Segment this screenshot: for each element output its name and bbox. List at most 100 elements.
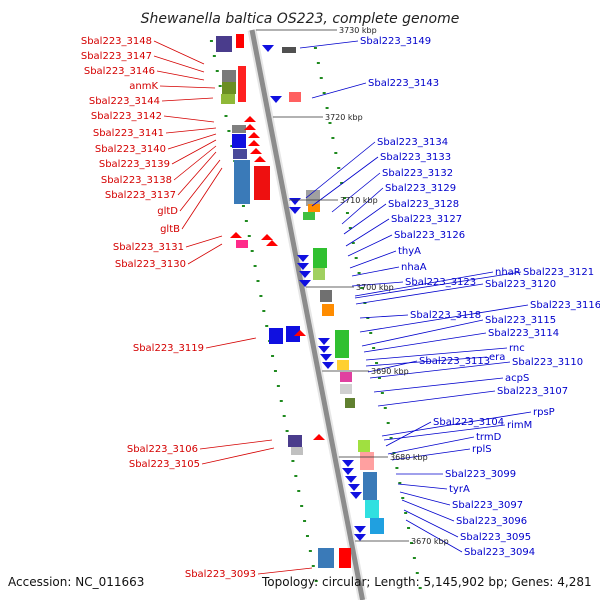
gene-feature [221,94,235,104]
gene-label-right[interactable]: Sbal223_3095 [460,532,531,543]
gene-label-left[interactable]: Sbal223_3139 [99,159,170,170]
outer-track-tick [313,47,317,49]
gene-label-left[interactable]: Sbal223_3105 [129,459,200,470]
right-leader-line [343,203,387,235]
gene-label-right[interactable]: Sbal223_3133 [380,152,451,163]
gene-label-left[interactable]: gltD [157,206,178,217]
accession-text: Accession: NC_011663 [8,575,145,589]
right-leader-line [405,519,463,553]
gene-label-right[interactable]: Sbal223_3128 [388,199,459,210]
gene-label-left[interactable]: anmK [129,81,158,92]
gene-label-right[interactable]: era [489,352,505,363]
gene-label-right[interactable]: rplS [472,444,492,455]
outer-track-tick [316,62,320,64]
gene-label-left[interactable]: Sbal223_3140 [95,144,166,155]
right-leader-line [373,377,504,393]
gene-label-right[interactable]: thyA [398,246,421,257]
right-leader-line [403,509,459,538]
inner-track-tick [259,295,263,297]
forward-gene-arrow [248,140,260,146]
gene-label-right[interactable]: Sbal223_3143 [368,78,439,89]
right-leader-line [361,319,484,347]
gene-label-right[interactable]: Sbal223_3114 [488,328,559,339]
right-leader-line [377,390,496,407]
outer-track-tick [380,392,384,394]
gene-label-left[interactable]: Sbal223_3106 [127,444,198,455]
gene-label-right[interactable]: Sbal223_3118 [410,310,481,321]
gene-label-right[interactable]: Sbal223_3149 [360,36,431,47]
left-leader-line [163,115,215,123]
gene-label-right[interactable]: Sbal223_3113 [419,356,490,367]
gene-label-right[interactable]: Sbal223_3121 [523,267,594,278]
gene-label-left[interactable]: Sbal223_3144 [89,96,160,107]
left-leader-line [179,159,221,212]
outer-track-tick [395,467,399,469]
gene-label-right[interactable]: Sbal223_3126 [394,230,465,241]
gene-label-right[interactable]: Sbal223_3123 [405,277,476,288]
gene-label-right[interactable]: Sbal223_3099 [445,469,516,480]
right-leader-line [359,314,409,319]
right-leader-line [383,424,506,441]
outer-track-tick [325,107,329,109]
gene-feature [322,304,334,316]
gene-label-right[interactable]: Sbal223_3094 [464,547,535,558]
gene-label-right[interactable]: Sbal223_3134 [377,137,448,148]
left-leader-line [167,133,217,150]
gene-label-right[interactable]: Sbal223_3127 [391,214,462,225]
gene-features [216,34,384,568]
gene-feature [340,384,352,394]
gene-label-right[interactable]: Sbal223_3129 [385,183,456,194]
gene-label-left[interactable]: Sbal223_3141 [93,128,164,139]
gene-label-right[interactable]: Sbal223_3107 [497,386,568,397]
outer-track-tick [401,497,405,499]
gene-label-right[interactable]: Sbal223_3104 [433,417,504,428]
gene-label-left[interactable]: Sbal223_3148 [81,36,152,47]
gene-label-left[interactable]: Sbal223_3138 [101,175,172,186]
gene-label-left[interactable]: Sbal223_3130 [115,259,186,270]
gene-label-right[interactable]: trmD [476,432,502,443]
gene-label-right[interactable]: Sbal223_3120 [485,279,556,290]
gene-label-left[interactable]: Sbal223_3119 [133,343,204,354]
gene-label-left[interactable]: Sbal223_3146 [84,66,155,77]
left-leader-line [199,439,273,450]
left-leader-line [205,337,257,349]
outer-track-tick [404,512,408,514]
gene-label-right[interactable]: rnc [509,343,525,354]
gene-label-right[interactable]: Sbal223_3132 [382,168,453,179]
gene-label-left[interactable]: Sbal223_3142 [91,111,162,122]
gene-label-right[interactable]: Sbal223_3115 [485,315,556,326]
gene-feature [254,166,270,200]
gene-label-right[interactable]: rpsP [533,407,555,418]
reverse-gene-arrow [299,271,311,278]
gene-label-right[interactable]: tyrA [449,484,470,495]
gene-label-right[interactable]: nhaR [495,267,521,278]
gene-label-right[interactable]: acpS [505,373,529,384]
genome-backbone [247,29,367,600]
gene-label-right[interactable]: Sbal223_3096 [456,516,527,527]
gene-label-right[interactable]: nhaA [401,262,427,273]
gene-label-right[interactable]: rimM [507,420,532,431]
gene-label-right[interactable]: Sbal223_3110 [512,357,583,368]
inner-track-tick [291,460,295,462]
inner-track-tick [230,145,234,147]
gene-label-right[interactable]: Sbal223_3097 [452,500,523,511]
gene-feature [238,66,246,102]
reverse-gene-arrow [322,362,334,369]
gene-feature [291,447,303,455]
right-leader-line [311,82,367,99]
outer-track-tick [415,572,419,574]
outer-track-tick [418,587,422,589]
gene-label-left[interactable]: Sbal223_3137 [105,190,176,201]
gene-feature [222,70,236,82]
gene-label-left[interactable]: Sbal223_3093 [185,569,256,580]
gene-label-left[interactable]: gltB [160,224,180,235]
reverse-gene-arrow [262,45,274,52]
gene-label-left[interactable]: Sbal223_3147 [81,51,152,62]
gene-label-left[interactable]: Sbal223_3131 [113,242,184,253]
gene-label-right[interactable]: Sbal223_3116 [530,300,600,311]
right-leader-line [354,271,494,297]
inner-track-tick [247,235,251,237]
gene-feature [269,328,283,344]
kbp-label: 3700 kbp [356,283,394,292]
